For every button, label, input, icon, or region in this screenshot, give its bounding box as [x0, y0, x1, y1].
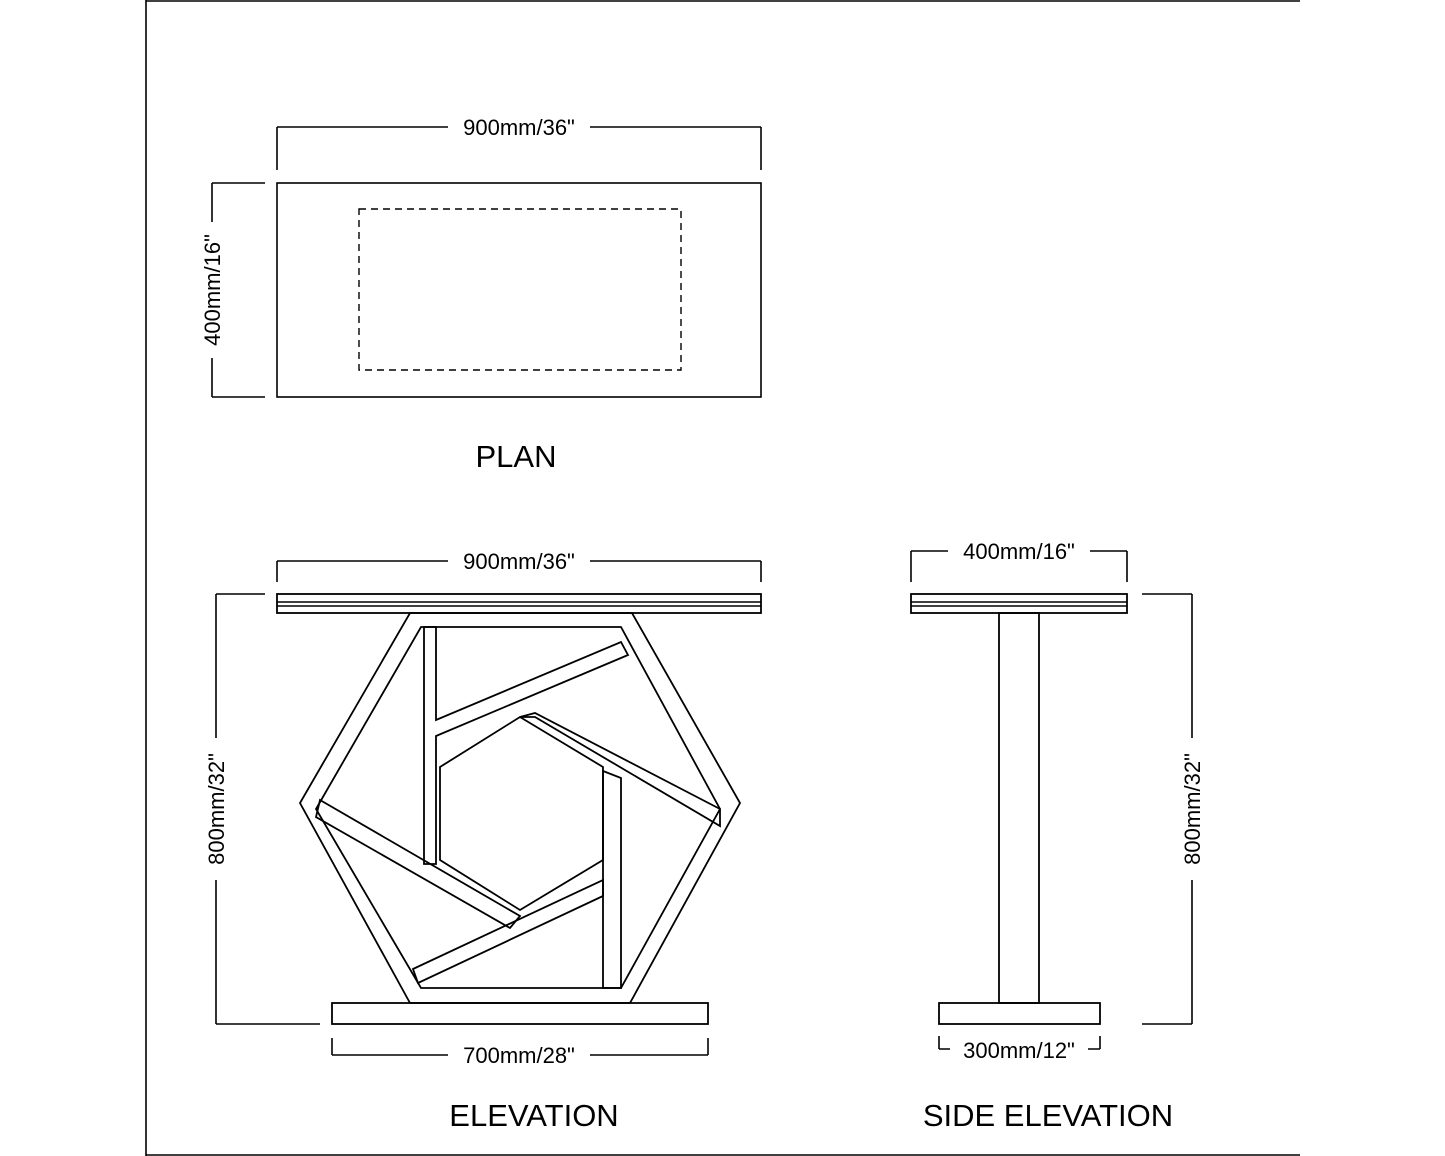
elevation-base-width-label: 700mm/28" [463, 1043, 575, 1068]
elevation-title: ELEVATION [449, 1098, 618, 1133]
side-elevation-tabletop [910, 593, 1128, 614]
elevation-height-dimension: 800mm/32" [202, 593, 320, 1025]
plan-base-hidden-outline [358, 208, 682, 371]
side-elevation-support-column [998, 612, 1040, 1004]
plan-width-dimension: 900mm/36" [276, 113, 762, 170]
side-elevation-base-plate [938, 1002, 1101, 1025]
side-elevation-top-width-label: 400mm/16" [963, 539, 1075, 564]
side-elevation-base-width-label: 300mm/12" [963, 1038, 1075, 1063]
side-elevation-title: SIDE ELEVATION [923, 1098, 1173, 1133]
side-elevation-view: 400mm/16" 300mm/12" 800mm/32" SIDE ELEVA… [910, 537, 1206, 1133]
elevation-top-width-dimension: 900mm/36" [276, 547, 762, 582]
plan-depth-dimension: 400mm/16" [198, 182, 265, 398]
elevation-pinwheel-slats [314, 626, 721, 989]
plan-width-label: 900mm/36" [463, 115, 575, 140]
plan-depth-label: 400mm/16" [200, 234, 225, 346]
plan-tabletop-outline [276, 182, 762, 398]
drawing-frame [145, 0, 1300, 1156]
side-elevation-base-width-dimension: 300mm/12" [938, 1036, 1101, 1064]
elevation-top-width-label: 900mm/36" [463, 549, 575, 574]
elevation-height-label: 800mm/32" [204, 753, 229, 865]
elevation-view: 900mm/36" 700mm/28" 800mm/32" ELEVATION [202, 547, 762, 1133]
elevation-base-width-dimension: 700mm/28" [331, 1038, 709, 1069]
elevation-base-plate [331, 1002, 709, 1025]
side-elevation-height-dimension: 800mm/32" [1142, 593, 1206, 1025]
elevation-hexagon-frame [298, 612, 742, 1004]
plan-view: 900mm/36" 400mm/16" PLAN [198, 113, 762, 474]
side-elevation-top-width-dimension: 400mm/16" [910, 537, 1128, 582]
elevation-tabletop [276, 593, 762, 614]
side-elevation-height-label: 800mm/32" [1180, 753, 1205, 865]
plan-title: PLAN [476, 439, 557, 474]
